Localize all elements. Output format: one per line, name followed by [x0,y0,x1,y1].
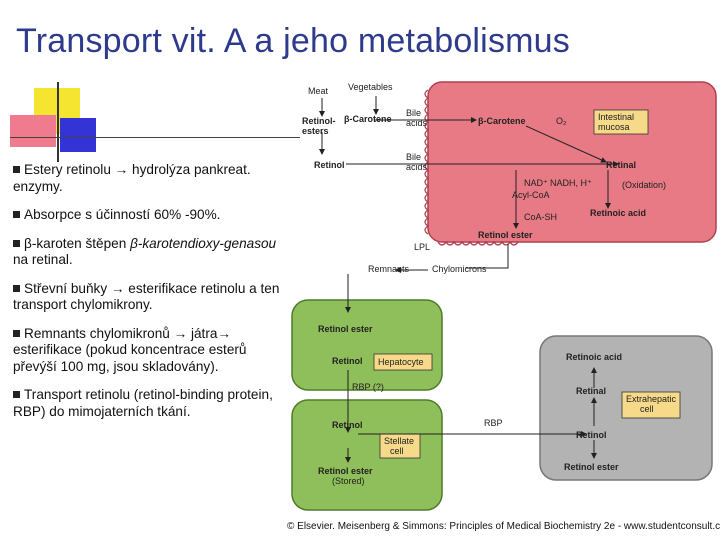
bullet-item: Transport retinolu (retinol-binding prot… [13,387,288,420]
label-retinol-esters-2: esters [302,126,329,136]
label-stellate-2: cell [390,446,404,456]
stellate-cell-box [379,433,421,459]
intestinal-mucosa-box [593,109,649,135]
label-retinoic-acid-cell: Retinoic acid [590,208,646,218]
intestinal-cell [427,81,717,243]
label-rbp-q: RBP (?) [352,382,384,392]
decor-horizontal-line [10,137,300,138]
label-retinol-ester-cell: Retinol ester [478,230,533,240]
label-retinol-ester-stored: Retinol ester [318,466,373,476]
label-bile-acids-2a: Bile [406,152,421,162]
bullet-text: Absorpce s účinností 60% -90%. [24,207,221,222]
bullet-item: β-karoten štěpen β-karotendioxy-genasou … [13,236,288,269]
hepatocyte-box [373,353,433,371]
bullet-text: Transport retinolu (retinol-binding prot… [13,387,273,419]
bullet-square-icon [13,239,20,247]
bullet-square-icon [13,284,20,292]
bullet-square-icon [13,391,20,398]
bullet-text-italic: β-karotendioxy-genasou [130,235,277,251]
label-retinol-ester-liver: Retinol ester [318,324,373,334]
arrow-cell-chylo [466,244,509,269]
bullet-square-icon [13,166,20,173]
page-title: Transport vit. A a jeho metabolismus [16,22,570,60]
label-extrahepatic-2: cell [640,404,654,414]
label-oxidation: (Oxidation) [622,180,666,190]
label-intestinal-1: Intestinal [598,112,634,122]
label-retinal-ext: Retinal [576,386,606,396]
label-rbp: RBP [484,418,503,428]
bullet-text: na retinal. [13,252,73,267]
label-extrahepatic-1: Extrahepatic [626,394,677,404]
bullet-text: Estery retinolu → hydrolýza pankreat. en… [13,162,251,194]
label-hepatocyte: Hepatocyte [378,357,424,367]
bullet-square-icon [13,211,20,218]
bullet-item: Remnants chylomikronů → játra→ esterifik… [13,326,288,376]
label-acyl-coa: Acyl-CoA [512,190,550,200]
label-o2: O₂ [556,116,567,126]
label-bile-acids-1a: Bile [406,108,421,118]
label-bile-acids-2b: acids [406,162,428,172]
decor-vertical-line [57,82,59,162]
bullet-text: β-karoten štěpen [24,235,131,251]
decor-red-square [10,115,56,147]
label-intestinal-2: mucosa [598,122,630,132]
extrahepatic-cell-box [621,391,681,419]
decor-blue-square [60,118,96,152]
label-retinol-liver: Retinol [332,356,363,366]
label-bile-acids-1b: acids [406,118,428,128]
bullet-item: Absorpce s účinností 60% -90%. [13,207,288,224]
label-nadh: NADH, H⁺ [550,178,592,188]
bullet-list: Estery retinolu → hydrolýza pankreat. en… [13,162,288,432]
bullet-text: Remnants chylomikronů → játra→ esterifik… [13,325,247,374]
label-vegetables: Vegetables [348,82,393,92]
label-beta-carotene-left: β-Carotene [344,114,392,124]
label-retinol-esters-1: Retinol- [302,116,336,126]
label-chylomicrons: Chylomicrons [432,264,487,274]
label-retinal: Retinal [606,160,636,170]
bullet-text: Střevní buňky → esterifikace retinolu a … [13,280,280,313]
vitamin-a-transport-diagram: Meat Vegetables Retinol- esters β-Carote… [288,78,720,518]
label-beta-carotene-cell: β-Carotene [478,116,526,126]
label-remnants: Remnants [368,264,410,274]
label-retinol-ester-ext: Retinol ester [564,462,619,472]
bullet-item: Střevní buňky → esterifikace retinolu a … [13,281,288,314]
copyright-footer: © Elsevier. Meisenberg & Simmons: Princi… [287,521,720,532]
label-coa-sh: CoA-SH [524,212,557,222]
liver-cell [291,299,443,391]
label-retinol-stellate: Retinol [332,420,363,430]
label-retinol-ext: Retinol [576,430,607,440]
label-nad: NAD⁺ [524,178,548,188]
label-retinoic-acid-ext: Retinoic acid [566,352,622,362]
basal-membrane [437,240,519,246]
arrow-carotene-retinal [525,125,607,163]
label-meat: Meat [308,86,329,96]
bullet-item: Estery retinolu → hydrolýza pankreat. en… [13,162,288,195]
label-lpl: LPL [414,242,430,252]
label-retinol-left: Retinol [314,160,345,170]
label-stellate-1: Stellate [384,436,414,446]
bullet-square-icon [13,329,20,337]
microvilli [424,89,430,235]
label-stored: (Stored) [332,476,365,486]
stellate-cell [291,399,443,511]
